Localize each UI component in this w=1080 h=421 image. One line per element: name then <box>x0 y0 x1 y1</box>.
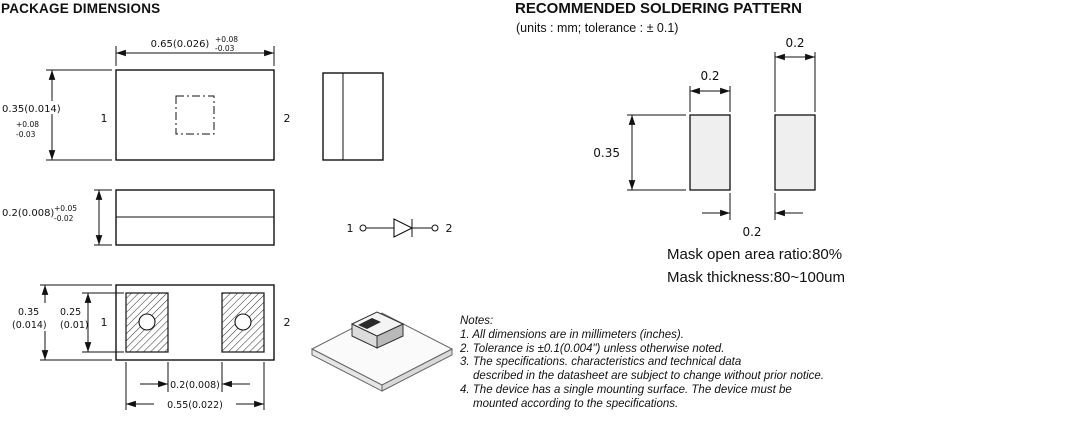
pad-height-dimension: 0.25 <box>60 307 81 318</box>
pad-height-inches: (0.01) <box>60 320 89 331</box>
height-dimension: 0.35(0.014) <box>2 104 61 115</box>
body-height-inches: (0.014) <box>12 320 47 331</box>
pad-height-dimension: 0.35 <box>593 146 620 160</box>
pad-width-right-dimension: 0.2 <box>785 36 804 50</box>
note-1: 1. All dimensions are in millimeters (in… <box>460 328 684 341</box>
note-4: 4. The device has a single mounting surf… <box>460 383 792 396</box>
chip-die-mark <box>358 318 381 329</box>
diode-schematic: 1 2 <box>347 218 453 238</box>
notes-title: Notes: <box>460 315 494 327</box>
pad-width-left-dimension: 0.2 <box>700 69 719 83</box>
top-view-drawing: 1 2 0.65(0.026) +0.08 -0.03 0.35(0.014) … <box>1 35 291 161</box>
board-right-edge <box>381 348 453 392</box>
schematic-pin1-label: 1 <box>347 222 354 235</box>
pin1-label: 1 <box>101 112 108 125</box>
side-view-drawing <box>322 72 384 161</box>
pad2-via <box>234 313 252 331</box>
terminal1-node <box>359 224 367 232</box>
soldering-pattern-drawing: 0.2 0.2 0.35 0.2 <box>593 36 816 239</box>
solder-pad-right <box>774 114 816 191</box>
pad-span-dimension: 0.55(0.022) <box>167 400 223 411</box>
bottom-view-drawing: 1 2 0.35 (0.014) 0.25 (0.01) 0.2(0.008) … <box>10 284 291 411</box>
notes-block: Notes: 1. All dimensions are in millimet… <box>460 315 824 412</box>
note-2: 2. Tolerance is ±0.1(0.004") unless othe… <box>460 342 725 355</box>
isometric-view <box>310 311 454 392</box>
soldering-pattern-units: (units : mm; tolerance : ± 0.1) <box>516 21 679 35</box>
mask-thickness-text: Mask thickness:80~100um <box>667 269 846 286</box>
pad-gap-dimension: 0.2 <box>742 225 761 239</box>
thickness-tol-plus: +0.05 <box>54 204 77 213</box>
package-dimensions-title: PACKAGE DIMENSIONS <box>1 1 161 16</box>
note-3-continued: described in the datasheet are subject t… <box>473 370 824 383</box>
pin2-label: 2 <box>284 112 291 125</box>
pad1-via <box>138 313 156 331</box>
note-4-continued: mounted according to the specifications. <box>473 397 679 410</box>
height-tol-plus: +0.08 <box>16 120 39 129</box>
width-tol-minus: -0.03 <box>215 44 235 53</box>
thickness-dimension: 0.2(0.008) <box>2 208 54 219</box>
die-center-mark <box>175 95 215 135</box>
terminal2-node <box>431 224 439 232</box>
note-3: 3. The specifications. characteristics a… <box>460 356 742 369</box>
front-view-drawing: 0.2(0.008) +0.05 -0.02 <box>2 189 275 246</box>
pad-gap-dimension: 0.2(0.008) <box>170 380 220 391</box>
thickness-tol-minus: -0.02 <box>54 214 74 223</box>
body-height-dimension: 0.35 <box>18 307 39 318</box>
package-outline-top <box>115 69 275 161</box>
package-outline-side <box>322 72 384 161</box>
chip-top-face <box>350 311 405 337</box>
height-tol-minus: -0.03 <box>16 130 36 139</box>
mask-open-area-text: Mask open area ratio:80% <box>667 246 843 263</box>
width-dimension: 0.65(0.026) <box>151 39 210 50</box>
pin1-label: 1 <box>101 316 108 329</box>
diode-anode-triangle <box>393 218 414 238</box>
soldering-pattern-title: RECOMMENDED SOLDERING PATTERN <box>515 0 802 17</box>
solder-pad-left <box>689 114 731 191</box>
pin2-label: 2 <box>284 316 291 329</box>
schematic-pin2-label: 2 <box>446 222 453 235</box>
width-tol-plus: +0.08 <box>215 35 238 44</box>
